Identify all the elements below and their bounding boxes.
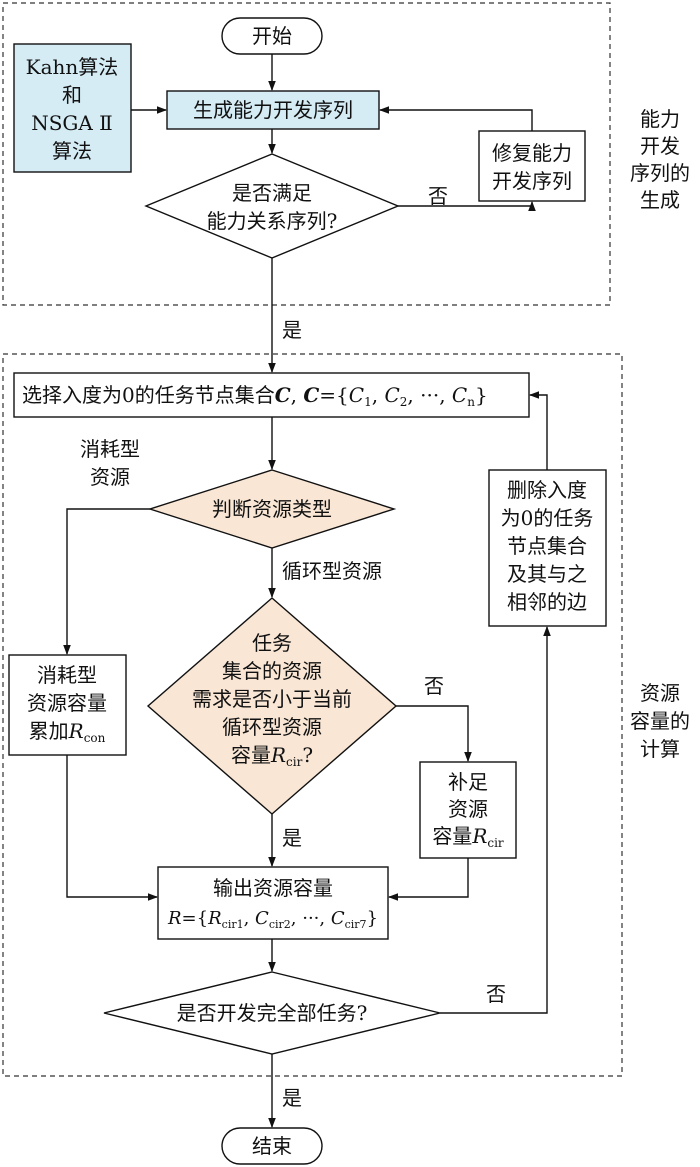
decision-resource-type-label: 判断资源类型 xyxy=(212,497,332,521)
arrow-task-to-supplement xyxy=(396,705,472,762)
kahn-line: Kahn算法 xyxy=(26,55,119,79)
output-capacity-box: 输出资源容量 R={Rcir1, Ccir2, ···, Ccir7} xyxy=(157,866,389,940)
connectors xyxy=(63,54,551,1128)
delete-line: 相邻的边 xyxy=(507,590,587,614)
decision-relation-line: 能力关系序列? xyxy=(207,209,338,233)
edge-label-consume: 资源 xyxy=(90,465,130,489)
decision-task-line: 容量Rcir? xyxy=(231,743,313,769)
region-label-top: 能力 开发 序列的 生成 xyxy=(630,107,690,212)
decision-task-line: 任务 xyxy=(252,631,292,655)
delete-line: 节点集合 xyxy=(507,534,587,558)
arrow-supplement-to-output xyxy=(388,858,469,901)
region-label-bottom-line: 容量的 xyxy=(630,709,690,733)
region-label-bottom: 资源 容量的 计算 xyxy=(630,681,690,761)
edge-label-yes: 是 xyxy=(282,318,302,342)
supplement-line: 资源 xyxy=(448,797,488,821)
edge-label-consume: 消耗型 xyxy=(80,437,140,461)
select-set-box: 选择入度为0的任务节点集合C, C={C1, C2, ···, Cn} xyxy=(13,372,530,418)
consume-accumulate-line: 资源容量 xyxy=(27,691,107,715)
decision-task-line: 集合的资源 xyxy=(222,659,322,683)
decision-relation-line: 是否满足 xyxy=(232,181,312,205)
kahn-line: 和 xyxy=(62,83,82,107)
end-label: 结束 xyxy=(252,1134,292,1158)
delete-line: 为0的任务 xyxy=(501,506,594,530)
decision-relation: 是否满足 能力关系序列? xyxy=(144,153,400,259)
arrow-consume-to-output xyxy=(66,755,158,901)
edge-label-cycle: 循环型资源 xyxy=(282,559,382,583)
delete-line: 删除入度 xyxy=(507,478,587,502)
start-label: 开始 xyxy=(252,24,292,48)
delete-line: 及其与之 xyxy=(507,562,587,586)
decision-resource-type: 判断资源类型 xyxy=(147,469,397,549)
arrow-judge-to-consume xyxy=(63,508,150,655)
region-label-bottom-line: 资源 xyxy=(640,681,680,705)
region-label-top-line: 序列的 xyxy=(630,161,690,185)
arrow-repair-to-generate xyxy=(379,106,533,131)
repair-line: 修复能力 xyxy=(492,141,572,165)
arrow-decision-to-repair xyxy=(398,201,536,211)
edge-label-no: 否 xyxy=(428,184,448,208)
arrow-check-to-delete xyxy=(440,626,551,1014)
region-label-top-line: 能力 xyxy=(640,107,680,131)
region-resource-capacity xyxy=(2,353,623,1077)
region-label-bottom-line: 计算 xyxy=(640,737,680,761)
supplement-box: 补足 资源 容量Rcir xyxy=(419,761,517,859)
kahn-line: NSGA Ⅱ xyxy=(31,111,113,135)
output-formula: R={Rcir1, Ccir2, ···, Ccir7} xyxy=(167,908,378,931)
supplement-line: 补足 xyxy=(448,770,488,794)
kahn-nsga-box: Kahn算法 和 NSGA Ⅱ 算法 xyxy=(13,43,132,173)
region-label-top-line: 生成 xyxy=(640,188,680,212)
decision-task-line: 需求是否小于当前 xyxy=(192,687,352,711)
end-node: 结束 xyxy=(221,1127,323,1165)
repair-line: 开发序列 xyxy=(492,169,572,193)
decision-all-tasks: 是否开发完全部任务? xyxy=(103,971,441,1055)
edge-label-no: 否 xyxy=(486,982,506,1006)
kahn-line: 算法 xyxy=(52,139,92,163)
edge-label-yes: 是 xyxy=(282,1086,302,1110)
decision-task-line: 循环型资源 xyxy=(222,715,322,739)
select-label: 选择入度为0的任务节点集合C, C={C1, C2, ···, Cn} xyxy=(22,383,488,409)
edge-label-no: 否 xyxy=(424,674,444,698)
consume-accumulate-line: 累加Rcon xyxy=(29,719,106,745)
output-title: 输出资源容量 xyxy=(213,876,333,900)
repair-box: 修复能力 开发序列 xyxy=(478,130,586,202)
region-capability-sequence xyxy=(2,2,611,306)
region-label-top-line: 开发 xyxy=(640,134,680,158)
consume-accumulate-line: 消耗型 xyxy=(37,663,97,687)
edge-label-yes: 是 xyxy=(282,826,302,850)
supplement-line: 容量Rcir xyxy=(432,824,504,850)
generate-sequence-box: 生成能力开发序列 xyxy=(166,90,380,130)
decision-all-tasks-label: 是否开发完全部任务? xyxy=(177,1001,368,1025)
delete-box: 删除入度 为0的任务 节点集合 及其与之 相邻的边 xyxy=(488,469,607,627)
generate-label: 生成能力开发序列 xyxy=(193,98,353,122)
arrow-delete-to-select xyxy=(529,391,548,470)
decision-task-requirement: 任务 集合的资源 需求是否小于当前 循环型资源 容量Rcir? xyxy=(146,597,398,815)
start-node: 开始 xyxy=(221,17,323,55)
consume-accumulate-box: 消耗型 资源容量 累加Rcon xyxy=(8,654,127,756)
